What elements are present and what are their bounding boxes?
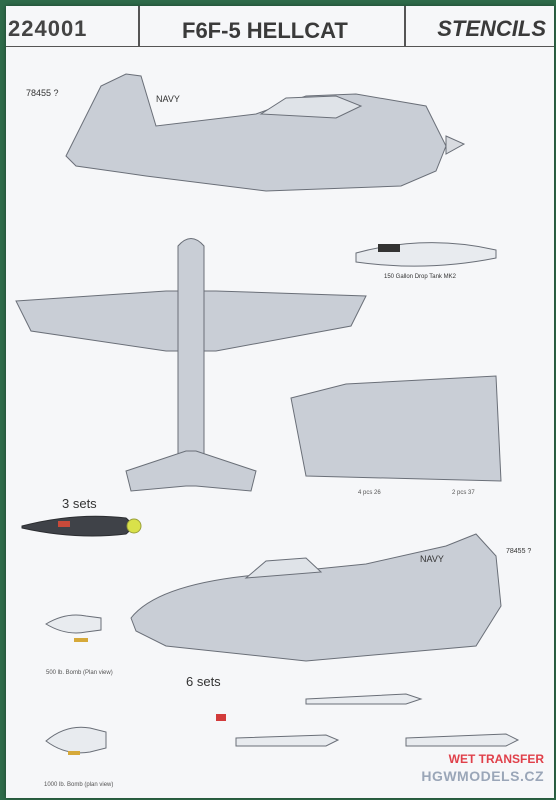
red-stencil bbox=[74, 638, 88, 642]
canopy-bottom bbox=[244, 557, 323, 579]
decal-sheet: 224001 F6F-5 HELLCAT STENCILS bbox=[6, 6, 554, 798]
plan-tailplane bbox=[125, 450, 257, 492]
canopy-top bbox=[259, 95, 363, 119]
stencil-drawings bbox=[15, 73, 520, 755]
wing-panel bbox=[290, 375, 502, 482]
tank-stripe bbox=[378, 244, 400, 252]
spinner-top bbox=[445, 135, 466, 155]
drop-tank-label: 150 Gallon Drop Tank MK2 bbox=[384, 274, 456, 280]
prop-hub bbox=[126, 518, 142, 534]
bomb-500-label: 500 lb. Bomb (Plan view) bbox=[46, 670, 113, 676]
plan-fuselage bbox=[177, 238, 205, 477]
divider bbox=[138, 6, 140, 46]
header: 224001 F6F-5 HELLCAT STENCILS bbox=[6, 6, 554, 47]
red-stencil bbox=[68, 751, 80, 755]
bomb-500 bbox=[45, 614, 102, 634]
side-profile-top bbox=[65, 73, 447, 192]
navy-label-bottom: NAVY bbox=[420, 554, 444, 564]
divider bbox=[404, 6, 406, 46]
bomb-1000-label: 1000 lb. Bomb (plan view) bbox=[44, 782, 114, 788]
wet-transfer-label: WET TRANSFER bbox=[448, 752, 544, 766]
pcs-4-label: 4 pcs 26 bbox=[358, 490, 381, 496]
prop-logo bbox=[58, 521, 70, 527]
bomb-1000 bbox=[45, 726, 107, 754]
website-label: HGWMODELS.CZ bbox=[421, 768, 544, 784]
side-profile-bottom bbox=[130, 533, 502, 662]
serial-label: 78455 ? bbox=[26, 88, 59, 98]
serial-label-bottom: 78455 ? bbox=[506, 548, 532, 555]
red-stencil bbox=[216, 714, 226, 721]
navy-label: NAVY bbox=[156, 94, 180, 104]
rocket-2 bbox=[235, 734, 340, 747]
drop-tank bbox=[355, 242, 497, 267]
rocket-3 bbox=[405, 733, 520, 747]
propeller-blade bbox=[21, 515, 132, 537]
stencils-title: STENCILS bbox=[437, 16, 546, 41]
product-code: 224001 bbox=[8, 16, 88, 41]
rocket-1 bbox=[305, 693, 423, 705]
sets-label-3: 3 sets bbox=[62, 496, 97, 511]
pcs-2-label: 2 pcs 37 bbox=[452, 490, 475, 496]
sets-label-6: 6 sets bbox=[186, 674, 221, 689]
page-title: F6F-5 HELLCAT bbox=[182, 18, 348, 43]
